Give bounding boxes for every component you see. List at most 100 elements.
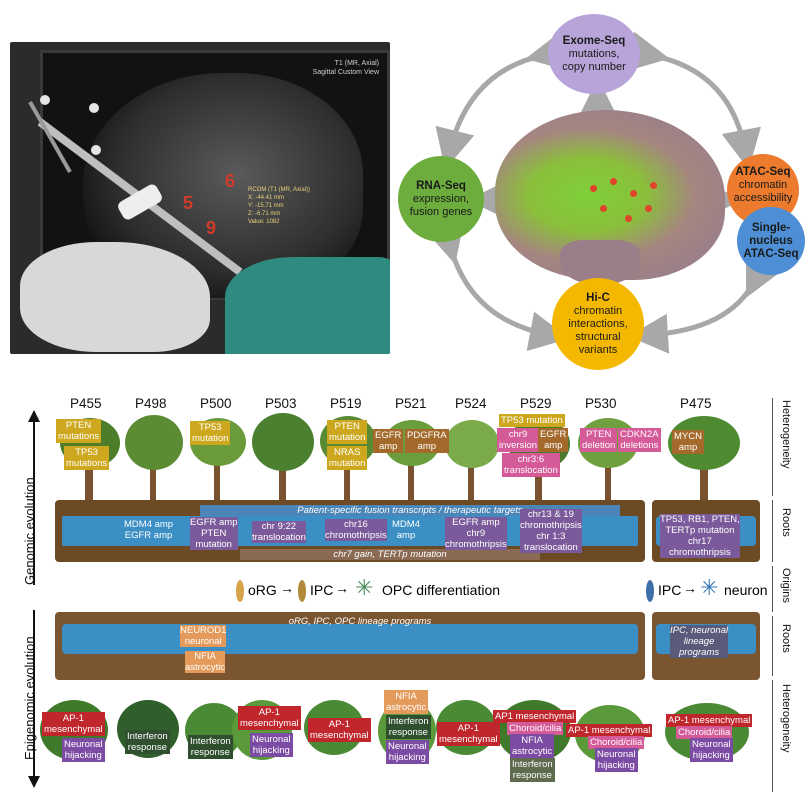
exome-desc1: mutations, <box>568 47 620 60</box>
marker-9: 9 <box>206 218 217 238</box>
tag-p529-chr36: chr3:6 translocation <box>502 453 560 477</box>
tag-p519-nras: NRAS mutation <box>327 446 368 470</box>
root-label-p498: MDM4 amp EGFR amp <box>124 519 174 541</box>
root-label-neurod1: NEUROD1 neuronal <box>180 625 227 647</box>
tree-canopy <box>125 415 183 470</box>
tag-neuronal-hijacking: Neuronal hijacking <box>690 738 733 762</box>
sample-site <box>630 190 637 197</box>
sample-site <box>610 178 617 185</box>
divider <box>772 566 773 612</box>
hi-c-node: Hi-C chromatin interactions, structural … <box>552 278 644 370</box>
tree-trunk <box>150 455 156 505</box>
tag-interferon-response: Interferon response <box>188 735 233 759</box>
patient-label: P475 <box>680 396 712 411</box>
rna-title: RNA-Seq <box>416 179 466 192</box>
tag-neuronal-hijacking: Neuronal hijacking <box>386 740 429 764</box>
tag-ap1-mesenchymal: AP-1 mesenchymal <box>42 712 105 736</box>
navigation-probe <box>28 95 243 276</box>
hic-desc3: structural <box>575 330 621 343</box>
org-cell-icon <box>236 580 244 602</box>
root-label-p503: chr 9:22 translocation <box>252 521 306 543</box>
root-banner-fusion: Patient-specific fusion transcripts / th… <box>200 505 620 516</box>
tag-nfia-astrocytic: NFIA astrocytic <box>384 690 429 714</box>
marker-6: 6 <box>225 171 236 191</box>
tree-trunk <box>408 455 414 505</box>
tree-trunk <box>605 455 611 505</box>
root-label-p524: EGFR amp chr9 chromothripsis <box>445 517 507 550</box>
divider <box>772 616 773 676</box>
tag-p475-mycn: MYCN amp <box>672 430 704 454</box>
tag-p529-chr9: chr9 inversion <box>497 428 540 452</box>
arrow-right-icon: → <box>280 580 294 596</box>
patient-label: P498 <box>135 396 167 411</box>
atac-title: ATAC-Seq <box>735 166 791 178</box>
divider <box>772 500 773 562</box>
rna-desc2: fusion genes <box>409 205 473 218</box>
tag-neuronal-hijacking: Neuronal hijacking <box>250 733 293 757</box>
root-label-p529: chr13 & 19 chromothripsis chr 1:3 transl… <box>520 509 582 553</box>
tag-p500-tp53: TP53 mutation <box>190 421 231 445</box>
tag-ap1-mesenchymal: AP-1 mesenchymal <box>666 714 753 727</box>
tag-p521-pdgfra: PDGFRA amp <box>405 429 449 453</box>
origin-neuron: neuron <box>724 582 768 598</box>
patient-label: P524 <box>455 396 487 411</box>
root-label-p521: MDM4 amp <box>392 519 420 541</box>
patient-label: P503 <box>265 396 297 411</box>
neuron-cell-icon: ✳ <box>700 575 719 600</box>
sample-site <box>625 215 632 222</box>
tree-trunk <box>344 455 350 505</box>
tag-interferon-response: Interferon response <box>125 730 170 754</box>
tree-canopy <box>252 413 314 471</box>
side-heterogeneity-bottom: Heterogeneity <box>780 684 792 753</box>
exome-desc2: copy number <box>562 60 626 73</box>
tag-p529-egfr: EGFR amp <box>538 428 569 452</box>
hic-desc1: chromatin <box>573 304 623 317</box>
tag-neuronal-hijacking: Neuronal hijacking <box>595 748 638 772</box>
surgery-photo: T1 (MR, Axial) Sagittal Custom View 5 6 … <box>10 42 390 354</box>
patient-label: P521 <box>395 396 427 411</box>
tag-ap1-mesenchymal: AP-1 mesenchymal <box>566 724 653 737</box>
tree-trunk <box>279 455 286 505</box>
arrow-right-icon: → <box>335 580 349 596</box>
patient-label: P530 <box>585 396 617 411</box>
root-label-p519: chr16 chromothripsis <box>325 519 387 541</box>
root-banner-chr7: chr7 gain, TERTp mutation <box>240 549 540 560</box>
patient-label: P519 <box>330 396 362 411</box>
tree-trunk <box>535 455 542 505</box>
tag-ap1-mesenchymal: AP1 mesenchymal <box>493 710 577 723</box>
patient-label: P500 <box>200 396 232 411</box>
tree-trunk <box>700 455 708 505</box>
atac-desc1: chromatin <box>738 179 788 191</box>
root-label-p475-bottom: IPC, neuronal lineage programs <box>670 625 729 658</box>
tag-ap1-mesenchymal: AP-1 mesenchymal <box>238 706 301 730</box>
tag-neuronal-hijacking: Neuronal hijacking <box>62 738 105 762</box>
hic-title: Hi-C <box>586 291 610 304</box>
tag-p521-egfr: EGFR amp <box>373 429 404 453</box>
hic-desc4: variants <box>578 343 618 356</box>
sn-title3: ATAC-Seq <box>743 247 799 260</box>
genomic-evolution-label: Genomic evolution <box>22 477 37 585</box>
tree-canopy <box>445 420 499 468</box>
tag-nfia-astrocytic: NFIA astrocytic <box>510 734 555 758</box>
tag-ap1-mesenchymal: AP-1 mesenchymal <box>437 722 500 746</box>
single-nucleus-atac-node: Single- nucleus ATAC-Seq <box>737 207 805 275</box>
root-banner-lineage: oRG, IPC, OPC lineage programs <box>288 616 432 627</box>
sn-title2: nucleus <box>749 234 793 247</box>
ipc-cell-icon <box>646 580 654 602</box>
tag-choroid-cilia: Choroid/cilia <box>676 726 733 739</box>
arrow-right-icon: → <box>683 580 697 596</box>
tag-ap1-mesenchymal: AP-1 mesenchymal <box>308 718 371 742</box>
patient-label: P455 <box>70 396 102 411</box>
exome-seq-node: Exome-Seq mutations, copy number <box>548 14 640 94</box>
coordinate-readout: RCOM (T1 (MR, Axial)) X: -44.41 mm Y: -1… <box>248 187 310 225</box>
side-roots-top: Roots <box>780 508 792 537</box>
marker-5: 5 <box>183 193 194 213</box>
root-label-p500: EGFR amp PTEN mutation <box>190 517 238 550</box>
ipc-cell-icon <box>298 580 306 602</box>
tag-interferon-response: Interferon response <box>386 715 431 739</box>
epigenomic-evolution-label: Epigenomic evolution <box>22 636 37 760</box>
sample-site <box>650 182 657 189</box>
tree-trunk <box>85 455 93 505</box>
screen-title: T1 (MR, Axial) Sagittal Custom View <box>312 60 379 76</box>
tag-choroid-cilia: Choroid/cilia <box>588 736 645 749</box>
